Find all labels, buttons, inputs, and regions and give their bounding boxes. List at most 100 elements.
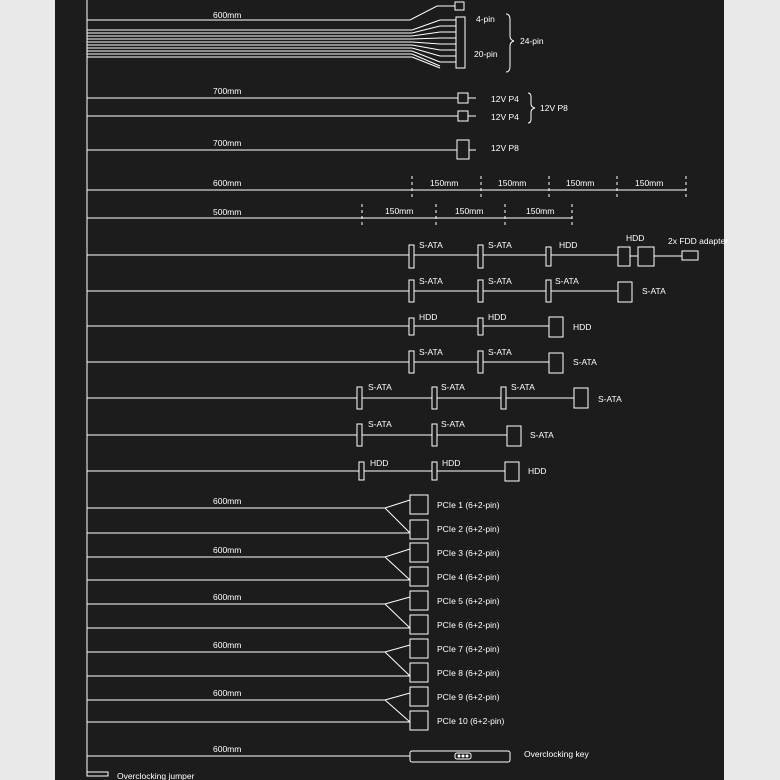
- p5-label-3: S-ATA: [511, 382, 535, 392]
- p4-label-2: S-ATA: [488, 347, 512, 357]
- p5-end-label: S-ATA: [598, 394, 622, 404]
- atx-cable: 600mm 4-pin 20-pin 24-pin: [86, 1, 544, 73]
- hdd-end-connector: [504, 461, 520, 482]
- eps1-combined-label: 12V P8: [540, 103, 568, 113]
- dim2-length: 500mm: [213, 207, 241, 217]
- p6-label-1: S-ATA: [368, 419, 392, 429]
- hdd-end-connector: [548, 316, 564, 338]
- sata-connector: [500, 386, 507, 410]
- atx-wire-bundle: [87, 19, 456, 69]
- atx-length: 600mm: [213, 10, 241, 20]
- fdd-adapter-body: [637, 246, 655, 267]
- hdd-end-connector: [617, 246, 631, 267]
- atx-20pin-label: 20-pin: [474, 49, 498, 59]
- sata-end-connector: [548, 352, 564, 374]
- atx-4pin-connector: [454, 1, 465, 11]
- pcie-label-7: PCIe 7 (6+2-pin): [437, 644, 500, 654]
- pcie-cables: 600mm 600mm 600mm 600mm 600mm: [87, 494, 504, 731]
- pcie-connector: [409, 566, 429, 587]
- sata-connector: [477, 244, 484, 269]
- p6-label-2: S-ATA: [441, 419, 465, 429]
- pcie-connector: [409, 494, 429, 515]
- pcie-label-2: PCIe 2 (6+2-pin): [437, 524, 500, 534]
- dim1-length: 600mm: [213, 178, 241, 188]
- pcie-connector: [409, 519, 429, 540]
- overclocking-key-cable: 600mm Overclocking key: [87, 744, 589, 763]
- eps1-plug-label-a: 12V P4: [491, 94, 519, 104]
- sata-connector: [545, 279, 552, 303]
- p5-label-2: S-ATA: [441, 382, 465, 392]
- peripheral-cable-1: S-ATA S-ATA HDD HDD 2x FDD adapter: [87, 233, 728, 269]
- sata-end-connector: [506, 425, 522, 447]
- pcie-label-4: PCIe 4 (6+2-pin): [437, 572, 500, 582]
- p2-label-3: S-ATA: [555, 276, 579, 286]
- dim2-seg-1: 150mm: [385, 206, 413, 216]
- atx-24pin-connector: [455, 16, 466, 69]
- pcie-label-6: PCIe 6 (6+2-pin): [437, 620, 500, 630]
- p2-label-2: S-ATA: [488, 276, 512, 286]
- sata-connector: [408, 350, 415, 374]
- p1-label-3: HDD: [559, 240, 577, 250]
- fdd-adapter-plug: [681, 250, 699, 261]
- sata-connector: [356, 423, 363, 447]
- pcie-label-3: PCIe 3 (6+2-pin): [437, 548, 500, 558]
- p2-label-1: S-ATA: [419, 276, 443, 286]
- p1-label-2: S-ATA: [488, 240, 512, 250]
- eps-cable-2: 700mm 12V P8: [87, 138, 519, 160]
- atx-4pin-label: 4-pin: [476, 14, 495, 24]
- p2-end-label: S-ATA: [642, 286, 666, 296]
- hdd-connector: [358, 461, 365, 481]
- sata-connector: [408, 244, 415, 269]
- overclocking-jumper-loop: [86, 768, 109, 777]
- dimension-row-1: 600mm 150mm 150mm 150mm 150mm: [87, 176, 687, 200]
- p7-end-label: HDD: [528, 466, 546, 476]
- dim2-seg-3: 150mm: [526, 206, 554, 216]
- p1-adapter-label: 2x FDD adapter: [668, 236, 728, 246]
- sata-connector: [356, 386, 363, 410]
- overclocking-jumper: Overclocking jumper: [86, 768, 195, 780]
- oc-key-length: 600mm: [213, 744, 241, 754]
- dim1-seg-1: 150mm: [430, 178, 458, 188]
- sata-connector: [408, 279, 415, 303]
- hdd-connector: [408, 317, 415, 336]
- p3-label-1: HDD: [419, 312, 437, 322]
- p3-end-label: HDD: [573, 322, 591, 332]
- dimension-row-2: 500mm 150mm 150mm 150mm: [87, 204, 573, 228]
- p4-end-label: S-ATA: [573, 357, 597, 367]
- p7-label-1: HDD: [370, 458, 388, 468]
- dim1-seg-2: 150mm: [498, 178, 526, 188]
- pcie-length-3: 600mm: [213, 592, 241, 602]
- pcie-connector: [409, 710, 429, 731]
- sata-connector: [431, 423, 438, 447]
- dim1-seg-4: 150mm: [635, 178, 663, 188]
- p7-label-2: HDD: [442, 458, 460, 468]
- pcie-label-1: PCIe 1 (6+2-pin): [437, 500, 500, 510]
- pcie-connector: [409, 662, 429, 683]
- eps-cable-1: 700mm 12V P4 12V P4 12V P8: [87, 86, 568, 124]
- pcie-connector: [409, 638, 429, 659]
- peripheral-cable-5: S-ATA S-ATA S-ATA S-ATA: [87, 382, 622, 410]
- p1-label-4: HDD: [626, 233, 644, 243]
- eps1-plug-label-b: 12V P4: [491, 112, 519, 122]
- oc-key-label: Overclocking key: [524, 749, 589, 759]
- oc-jumper-label: Overclocking jumper: [117, 771, 195, 780]
- eps1-brace: [527, 92, 536, 124]
- atx-24pin-label: 24-pin: [520, 36, 544, 46]
- pcie-connector: [409, 614, 429, 635]
- peripheral-cable-2: S-ATA S-ATA S-ATA S-ATA: [87, 276, 666, 303]
- hdd-connector: [431, 461, 438, 481]
- atx-brace: [505, 13, 515, 73]
- pcie-length-5: 600mm: [213, 688, 241, 698]
- eps1-length: 700mm: [213, 86, 241, 96]
- left-frame: [0, 0, 55, 780]
- eps2-plug-label: 12V P8: [491, 143, 519, 153]
- sata-end-connector: [617, 281, 633, 303]
- pcie-connector: [409, 590, 429, 611]
- p1-label-1: S-ATA: [419, 240, 443, 250]
- pcie-connector: [409, 542, 429, 563]
- pcie-label-9: PCIe 9 (6+2-pin): [437, 692, 500, 702]
- sata-connector: [431, 386, 438, 410]
- peripheral-cable-6: S-ATA S-ATA S-ATA: [87, 419, 554, 447]
- sata-connector: [477, 350, 484, 374]
